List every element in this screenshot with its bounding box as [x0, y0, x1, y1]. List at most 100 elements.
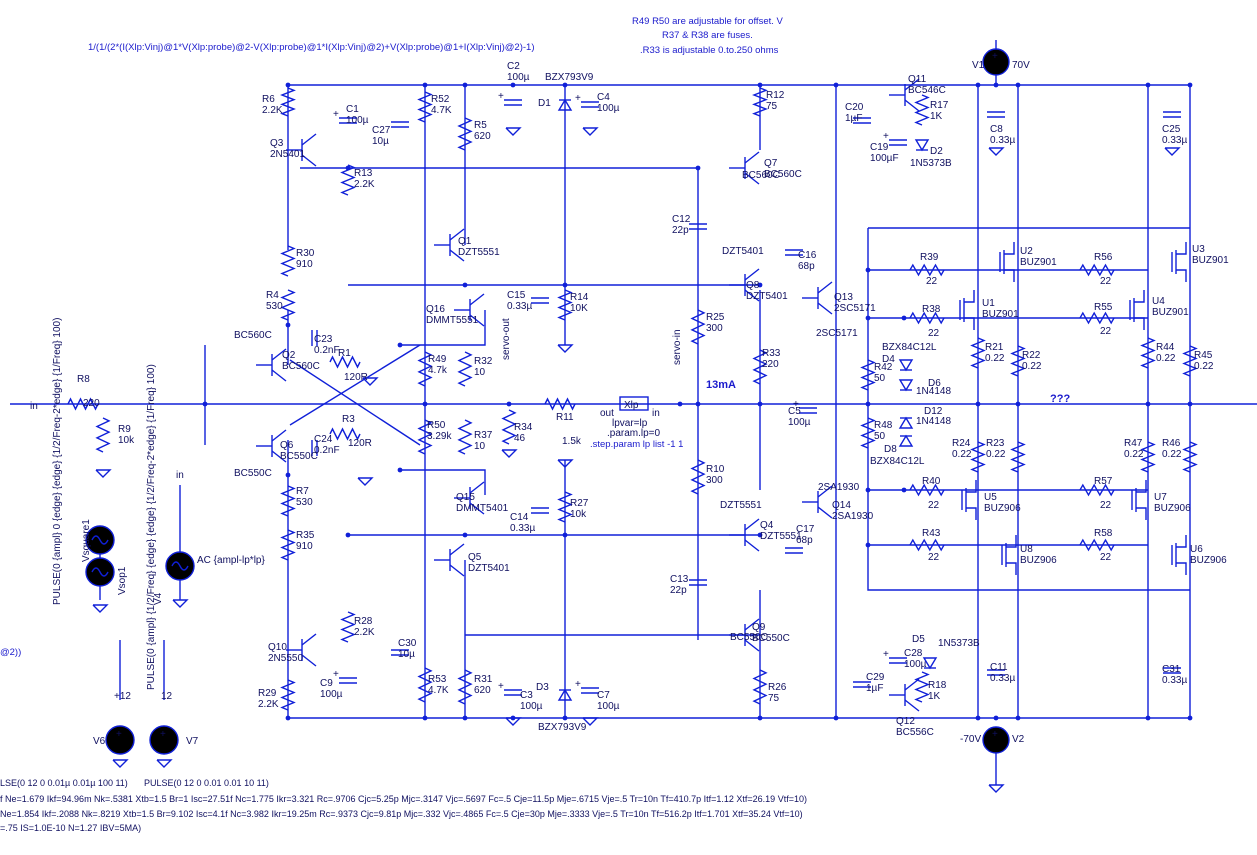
ground-symbol	[112, 759, 129, 768]
diode-d4-model: BZX84C12L	[882, 342, 937, 353]
vsquare-name: Vsquare1	[81, 519, 92, 562]
junction-dot	[993, 715, 999, 721]
resistor-r49-value: 4.7k	[428, 365, 448, 376]
junction-dot	[510, 82, 516, 88]
transistor-q2-collector	[271, 348, 287, 361]
junction-dot	[462, 82, 468, 88]
resistor-r44-value: 0.22	[1156, 353, 1176, 364]
resistor-r9	[95, 417, 111, 453]
transistor-q1-collector	[449, 228, 465, 241]
mosfet-u4-name: U4	[1152, 296, 1165, 307]
v2-name: V2	[1012, 734, 1025, 745]
formula-directive: 1/(1/(2*(I(Xlp:Vinj)@1*V(Xlp:probe)@2-V(…	[88, 42, 534, 53]
junction-dot	[1015, 82, 1021, 88]
resistor-r29	[280, 679, 296, 711]
diode-d2	[914, 139, 930, 152]
resistor-r18-value: 1K	[928, 691, 941, 702]
transistor-q5-model: DZT5401	[468, 563, 510, 574]
mosfet-u2-model: BUZ901	[1020, 257, 1057, 268]
supply-v1	[982, 48, 1010, 76]
transistor-q13-name: Q13	[834, 292, 853, 303]
xlp-block	[619, 396, 649, 411]
resistor-r7-name: R7	[296, 486, 309, 497]
transistor-q11-model: BC546C	[908, 85, 946, 96]
pulse-directive-a: LSE(0 12 0 0.01µ 0.01µ 100 11)	[0, 778, 128, 788]
ground-symbol	[505, 127, 522, 136]
resistor-r37	[457, 419, 473, 455]
capacitor-c16-value: 68p	[798, 261, 815, 272]
mosfet-u3-model: BUZ901	[1192, 255, 1229, 266]
resistor-r26-name: R26	[768, 682, 787, 693]
transistor-q9-model: BC550C	[752, 633, 790, 644]
transistor-q13-model: 2SC5171	[834, 303, 876, 314]
flag-servo-in: servo-in	[672, 329, 683, 365]
source-v6-plus: +	[116, 729, 122, 740]
junction-dot	[975, 401, 981, 407]
resistor-r8	[67, 397, 99, 411]
mosfet-u7-model: BUZ906	[1154, 503, 1191, 514]
resistor-r53-name: R53	[428, 674, 447, 685]
junction-dot	[397, 467, 403, 473]
capacitor-c9-polarity: +	[333, 669, 339, 680]
mosfet-u2-name: U2	[1020, 246, 1033, 257]
junction-dot	[462, 715, 468, 721]
mosfet-u7-source	[1136, 507, 1147, 520]
mosfet-u2-source	[1004, 269, 1015, 282]
transistor-q11-name: Q11	[908, 74, 927, 85]
capacitor-c2-polarity: +	[498, 91, 504, 102]
junction-dot	[1015, 715, 1021, 721]
resistor-r43-name: R43	[922, 528, 941, 539]
transistor-q7-model: BC560C	[764, 169, 802, 180]
junction-dot	[1187, 401, 1193, 407]
diode-d6	[898, 379, 914, 392]
ground-symbol	[988, 147, 1005, 156]
capacitor-c28-name: C28	[904, 648, 923, 659]
resistor-r33	[752, 349, 768, 385]
resistor-r46-value: 0.22	[1162, 449, 1182, 460]
junction-dot	[757, 715, 763, 721]
resistor-r35-value: 910	[296, 541, 313, 552]
resistor-r30-value: 910	[296, 259, 313, 270]
transistor-q8-emitter	[744, 289, 760, 302]
junction-dot	[1187, 82, 1193, 88]
v6-name: V6	[93, 736, 106, 747]
ground-symbol	[92, 604, 109, 613]
resistor-r38-name: R38	[922, 304, 941, 315]
mosfet-u1-model: BUZ901	[982, 309, 1019, 320]
mosfet-u3-drain	[1176, 242, 1187, 255]
transistor-q9-name: Q9	[752, 622, 766, 633]
resistor-r40	[909, 483, 945, 497]
resistor-r26-value: 75	[768, 693, 780, 704]
junction-dot	[397, 342, 403, 348]
flag-in-source: in	[176, 470, 184, 481]
junction-dot	[562, 82, 568, 88]
resistor-r34-value: 46	[514, 433, 526, 444]
junction-dot	[202, 401, 208, 407]
resistor-r53-value: 4.7K	[428, 685, 449, 696]
mosfet-u4-drain	[1134, 290, 1145, 303]
capacitor-c27-value: 10µ	[372, 136, 389, 147]
capacitor-c1-name: C1	[346, 104, 359, 115]
resistor-r21-value: 0.22	[985, 353, 1005, 364]
model-line-2: Ne=1.854 Ikf=.2088 Nk=.8219 Xtb=1.5 Br=9…	[0, 809, 803, 819]
resistor-r10	[690, 459, 706, 495]
transistor-q15-collector	[469, 481, 485, 494]
diode-d8	[898, 434, 914, 447]
resistor-r14	[557, 289, 573, 321]
resistor-r31-value: 620	[474, 685, 491, 696]
transistor-q1-model: DZT5551	[458, 247, 500, 258]
component-labels: R62.2KR132.2KR524.7KR5620R30910R4530R822…	[77, 51, 1229, 740]
junction-dot	[757, 401, 763, 407]
resistor-r33-value: 220	[762, 359, 779, 370]
diode-d2-model: 1N5373B	[910, 158, 952, 169]
model-line-1: f Ne=1.679 Ikf=94.96m Nk=.5381 Xtb=1.5 B…	[0, 794, 807, 804]
transistor-q3-emitter	[301, 154, 317, 167]
capacitor-c29-name: C29	[866, 672, 885, 683]
resistor-r39-value: 22	[926, 276, 938, 287]
diode-d2-name: D2	[930, 146, 943, 157]
resistor-r9-name: R9	[118, 424, 131, 435]
wire	[867, 228, 1190, 591]
transistor-q15-model: DMMT5401	[456, 503, 509, 514]
diode-d4-name: D4	[882, 354, 895, 365]
resistor-r22-value: 0.22	[1022, 361, 1042, 372]
